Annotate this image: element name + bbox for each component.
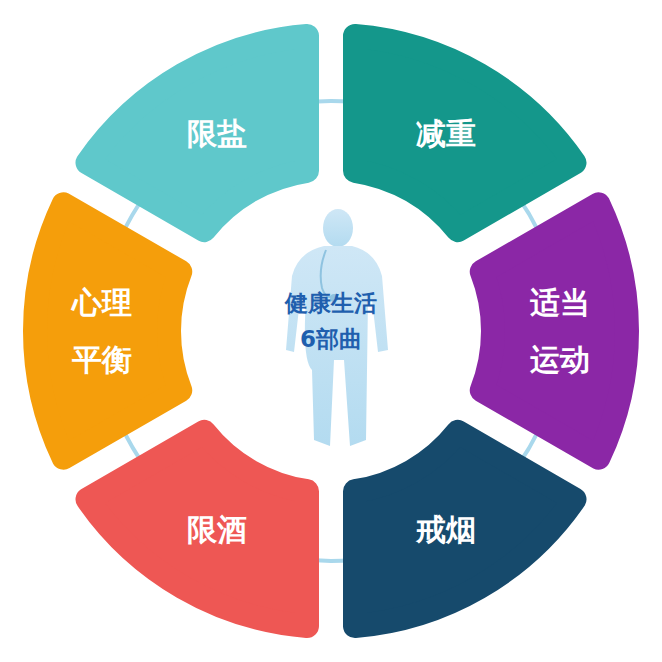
segment-outline bbox=[88, 36, 308, 230]
segment-label: 限盐 bbox=[178, 104, 256, 161]
segment-label: 减重 bbox=[407, 104, 485, 161]
segment-outline bbox=[355, 432, 575, 626]
segment-outline bbox=[88, 432, 308, 626]
segment-label: 适当 运动 bbox=[521, 274, 599, 388]
ring-segment: 戒烟 bbox=[327, 402, 602, 643]
segment-outline bbox=[482, 204, 627, 457]
segment-label: 戒烟 bbox=[407, 501, 485, 558]
center-title: 健康生活 6部曲 bbox=[274, 286, 389, 357]
ring-segment: 限酒 bbox=[60, 402, 335, 643]
segment-outline bbox=[35, 204, 180, 457]
stethoscope bbox=[321, 250, 334, 297]
segment-label: 限酒 bbox=[178, 501, 256, 558]
segment-outline bbox=[355, 36, 575, 230]
segment-label: 心理 平衡 bbox=[63, 274, 141, 388]
